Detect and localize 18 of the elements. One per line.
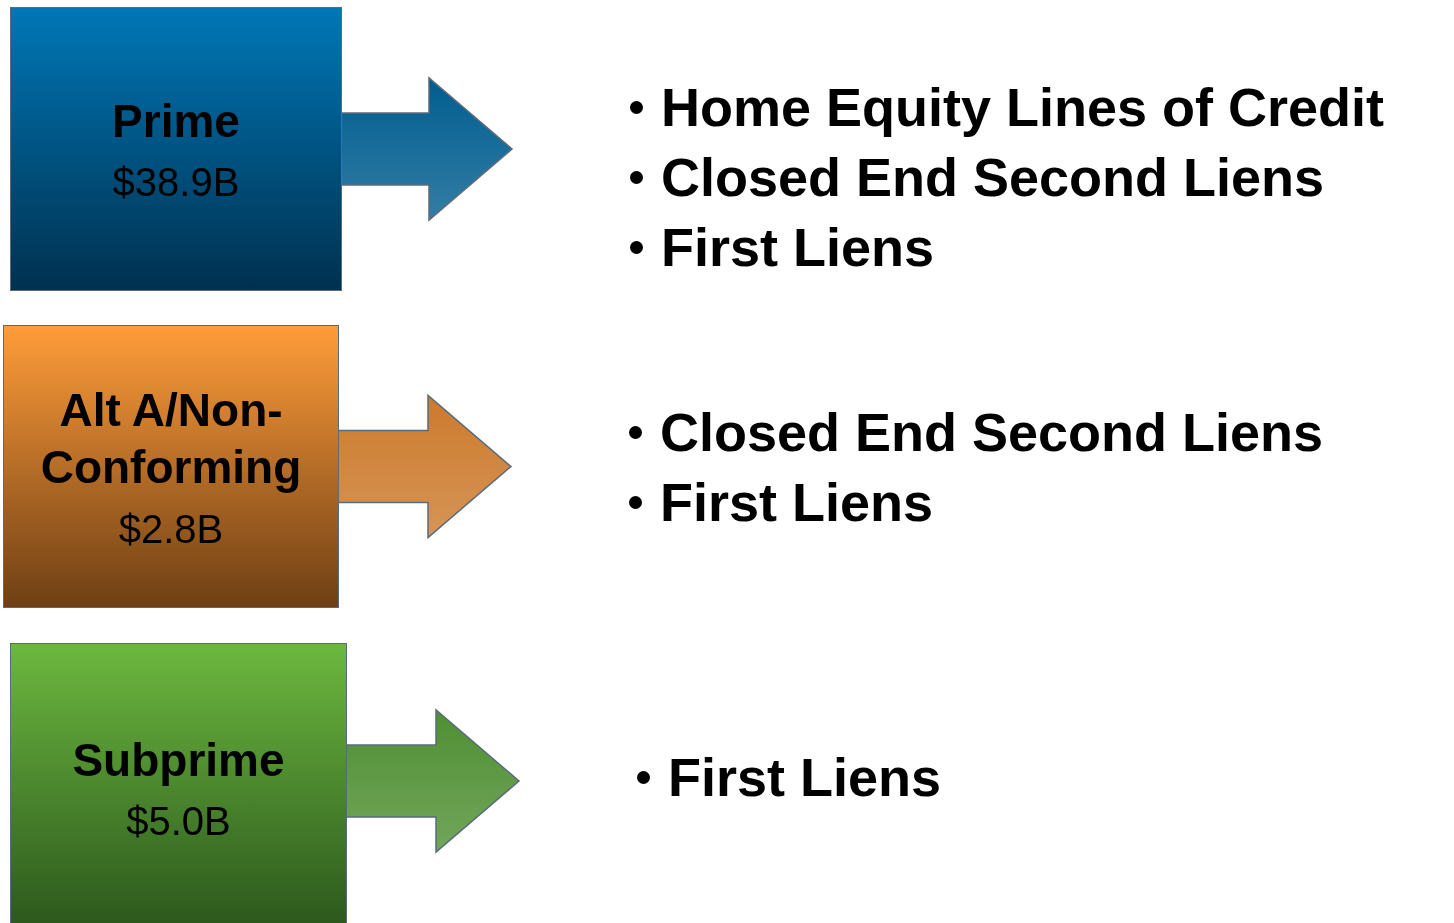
category-title: Prime <box>112 93 240 149</box>
list-item: Home Equity Lines of Credit <box>661 77 1385 137</box>
list-item: Closed End Second Liens <box>660 402 1324 462</box>
list-item: First Liens <box>660 472 934 532</box>
block-arrow <box>337 393 513 540</box>
amount-label: $38.9B <box>112 160 240 206</box>
category-title: Alt A/Non-Conforming <box>39 382 303 495</box>
category-box <box>3 325 339 608</box>
list-item: First Liens <box>668 747 942 807</box>
list-item: First Liens <box>661 217 935 277</box>
list-item: Closed End Second Liens <box>661 147 1325 207</box>
category-title: Subprime <box>72 732 285 788</box>
category-box <box>10 643 347 923</box>
block-arrow <box>345 708 521 854</box>
block-arrow <box>340 76 514 222</box>
amount-label: $5.0B <box>126 799 231 845</box>
amount-label: $2.8B <box>118 506 224 552</box>
category-box <box>10 7 342 291</box>
